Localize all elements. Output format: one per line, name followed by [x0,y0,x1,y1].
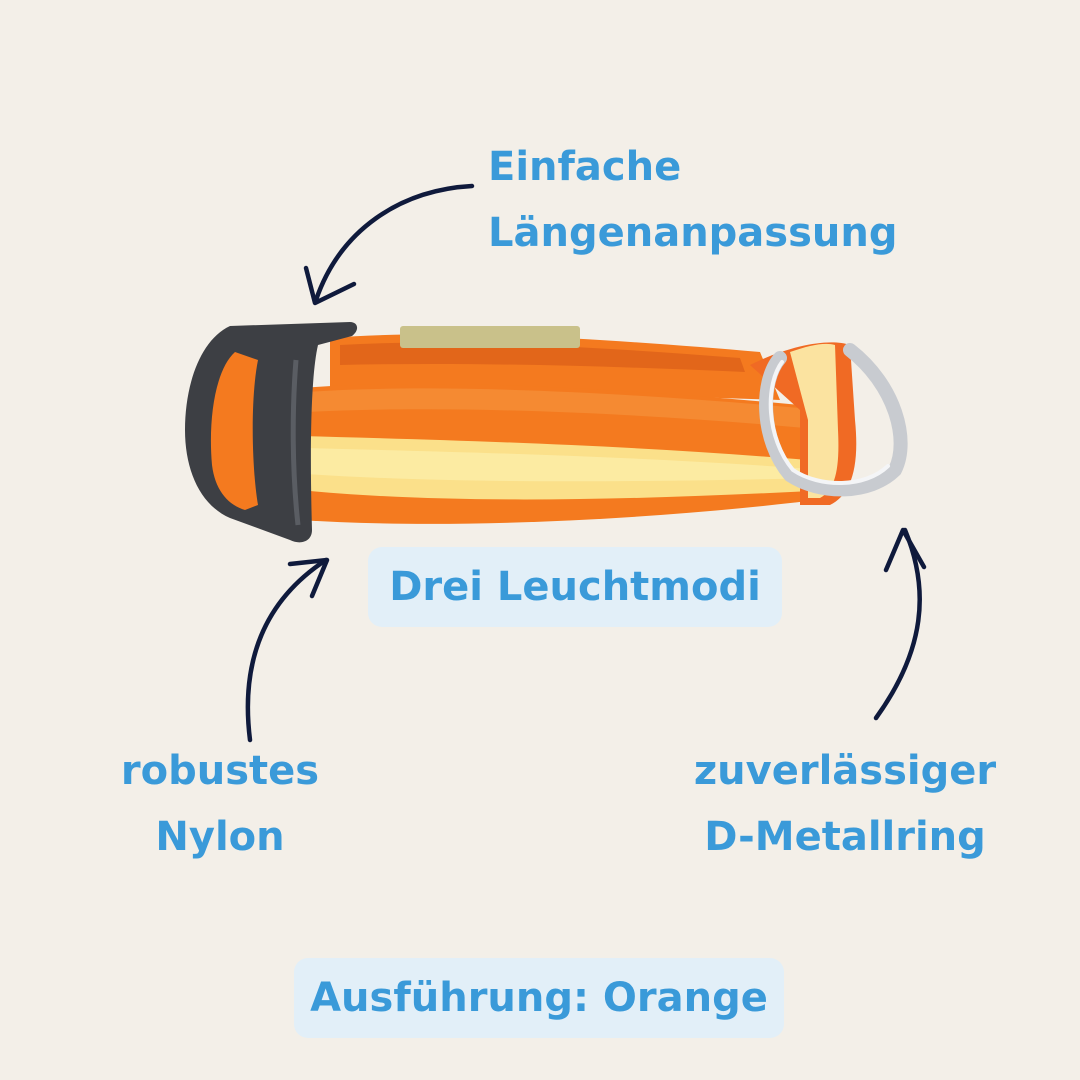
collar-buckle-inner [210,352,258,510]
collar-front-shade [305,388,805,428]
arrow-adjustment [303,183,475,306]
collar-back-strap-shade [340,342,745,372]
light-modes-badge: Drei Leuchtmodi [368,547,782,627]
variant-badge: Ausführung: Orange [294,958,784,1038]
d-ring [759,343,908,497]
arrow-head [883,527,927,573]
collar-tag [400,326,580,348]
curved-arrow-icon [245,557,329,743]
callout-line: Einfache [488,144,682,190]
arrow-head [303,265,357,306]
arrow-nylon [245,557,330,743]
callout-length-adjustment: Einfache Längenanpassung [488,134,898,266]
curved-arrow-icon [873,527,922,721]
arrow-ring [873,527,927,721]
d-ring-highlight [768,360,890,486]
collar-end-loop-glow [790,343,839,498]
curved-arrow-icon [313,183,475,303]
led-collar-image [185,322,908,543]
callout-line: Längenanpassung [488,210,898,256]
callout-d-ring: zuverlässiger D-Metallring [680,738,1010,870]
arrow-head [287,557,330,599]
callout-line: D-Metallring [704,814,986,860]
callout-nylon: robustes Nylon [100,738,340,870]
collar-glow-highlight [305,448,825,482]
callout-line: zuverlässiger [693,748,997,794]
collar-buckle-shine [290,359,301,526]
callout-line: Nylon [155,814,285,860]
callout-line: robustes [120,748,320,794]
